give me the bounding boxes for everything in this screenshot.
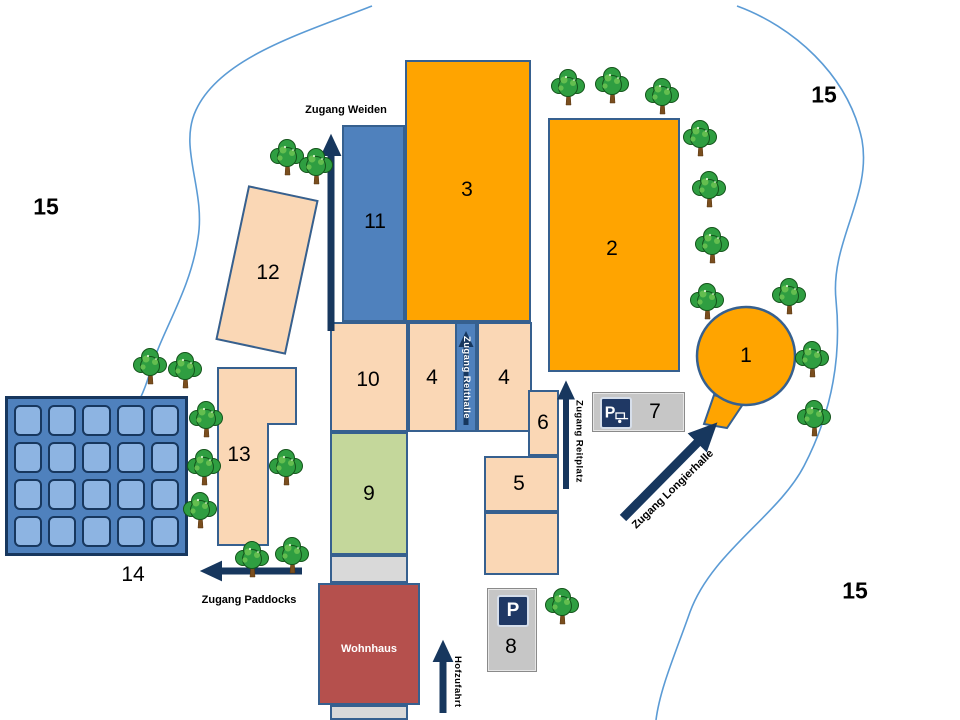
- tree-icon: [187, 449, 221, 486]
- paddock-cell: [48, 516, 77, 547]
- boundary-line-right: [655, 5, 865, 720]
- paddock-cell: [14, 442, 43, 473]
- area-number-11: 11: [364, 210, 386, 233]
- paddock-cell: [116, 442, 145, 473]
- paddock-cell: [150, 405, 179, 436]
- tree-icon: [690, 283, 724, 320]
- paddock-cell: [150, 516, 179, 547]
- courtyard-strip: [330, 555, 408, 583]
- area-number-15-top-right: 15: [811, 81, 837, 108]
- paddock-cell: [48, 479, 77, 510]
- wohnhaus-building: [318, 583, 420, 705]
- parking-sign-8: P: [487, 588, 537, 672]
- building-5: [484, 456, 559, 512]
- area-number-1: 1: [740, 344, 752, 367]
- area-number-15-left: 15: [33, 193, 59, 220]
- building-5-annex: [484, 512, 559, 575]
- tree-icon: [545, 588, 579, 625]
- paddock-cell: [82, 405, 111, 436]
- paddocks-area: [5, 396, 188, 556]
- label-zugang-paddocks: Zugang Paddocks: [201, 594, 297, 606]
- tree-icon: [551, 69, 585, 106]
- paddock-cell: [116, 516, 145, 547]
- paddock-cell: [116, 479, 145, 510]
- area-number-4-right: 4: [498, 366, 510, 389]
- parking-trailer-icon: P: [600, 397, 632, 429]
- label-hofzufahrt: Hofzufahrt: [452, 656, 463, 708]
- area-number-13: 13: [227, 443, 251, 466]
- tree-icon: [683, 120, 717, 157]
- label-zugang-reithalle: Zugang Reithalle: [461, 335, 472, 419]
- paddock-cell: [116, 405, 145, 436]
- paddock-cell: [48, 442, 77, 473]
- tree-icon: [275, 537, 309, 574]
- area-number-5: 5: [513, 472, 525, 495]
- building-6: [528, 390, 559, 456]
- area-number-2: 2: [606, 237, 618, 260]
- area-number-3: 3: [461, 178, 473, 201]
- parking-sign-7: P: [592, 392, 685, 432]
- paddock-cell: [14, 516, 43, 547]
- area-number-8: 8: [505, 635, 517, 658]
- driveway-strip: [330, 705, 408, 720]
- building-3: [405, 60, 531, 322]
- tree-icon: [189, 401, 223, 438]
- label-wohnhaus: Wohnhaus: [340, 643, 398, 655]
- paddock-cell: [82, 442, 111, 473]
- tree-icon: [235, 541, 269, 578]
- area-number-4-left: 4: [426, 366, 438, 389]
- paddock-cell: [48, 405, 77, 436]
- area-number-9: 9: [363, 482, 375, 505]
- tree-icon: [772, 278, 806, 315]
- label-zugang-longierhalle: Zugang Longierhalle: [629, 447, 716, 532]
- parking-symbol: P: [506, 600, 520, 621]
- tree-icon: [645, 78, 679, 115]
- paddock-cell: [82, 479, 111, 510]
- label-zugang-reitplatz: Zugang Reitplatz: [573, 399, 585, 483]
- label-zugang-weiden: Zugang Weiden: [305, 104, 387, 116]
- building-4-right: [477, 322, 532, 432]
- tree-icon: [133, 348, 167, 385]
- tree-icon: [795, 341, 829, 378]
- paddock-cell: [14, 405, 43, 436]
- tree-icon: [692, 171, 726, 208]
- tree-icon: [595, 67, 629, 104]
- area-number-14: 14: [121, 563, 145, 586]
- area-number-12: 12: [256, 261, 280, 284]
- parking-icon: P: [497, 595, 529, 627]
- tree-icon: [270, 139, 304, 176]
- paddock-cell: [150, 479, 179, 510]
- tree-icon: [299, 148, 333, 185]
- tree-icon: [183, 492, 217, 529]
- tree-icon: [269, 449, 303, 486]
- area-number-15-bottom-right: 15: [842, 577, 868, 604]
- area-number-10: 10: [356, 368, 380, 391]
- paddock-cell: [14, 479, 43, 510]
- paddock-cell: [82, 516, 111, 547]
- building-9: [330, 432, 408, 555]
- area-number-7: 7: [649, 400, 661, 423]
- tree-icon: [797, 400, 831, 437]
- area-number-6: 6: [537, 411, 549, 434]
- parking-symbol: P: [605, 405, 616, 422]
- paddock-cell: [150, 442, 179, 473]
- longierzirkel-entrance: [702, 393, 745, 430]
- tree-icon: [168, 352, 202, 389]
- tree-icon: [695, 227, 729, 264]
